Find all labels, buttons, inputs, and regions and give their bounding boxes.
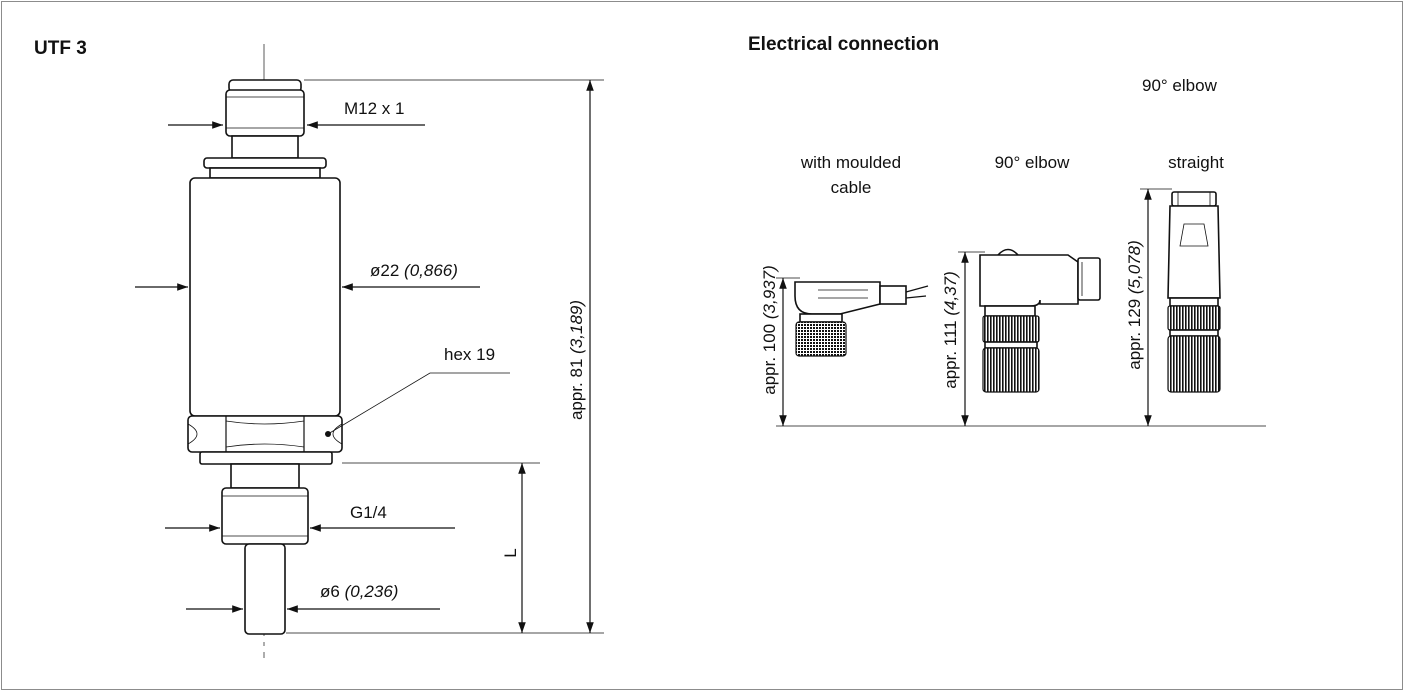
sensor-probe [244,543,286,635]
label-g14-thread: G1/4 [350,503,387,522]
sensor-housing [189,177,341,417]
electrical-top-note: 90° elbow [1142,76,1218,95]
dim-length-l [286,462,540,634]
label-hex-19: hex 19 [444,345,495,364]
m12-connector-thread [203,79,327,179]
dim-elbow [958,251,985,426]
connector-elbow [979,248,1101,393]
dim-straight [1140,188,1172,426]
connector-straight [1167,191,1221,393]
label-elbow: 90° elbow [995,153,1071,172]
label-m12-thread: M12 x 1 [344,99,404,118]
drawing-title: UTF 3 [34,38,87,59]
label-moulded-cable-line2: cable [831,178,872,197]
connector-moulded-cable [794,281,929,357]
label-dim-elbow: appr. 111 (4,37) [941,271,960,389]
hex-leader-dot [325,431,331,437]
hex-nut [187,415,343,465]
label-dim-moulded: appr. 100 (3,937) [760,265,779,395]
label-overall-height: appr. 81 (3,189) [567,300,586,420]
label-dim-straight: appr. 129 (5,078) [1125,240,1144,370]
g14-process-thread [221,463,309,545]
hex-leader-line [327,372,510,435]
label-diameter-6: ø6 (0,236) [320,582,398,601]
dim-overall-height [304,79,604,634]
label-diameter-22: ø22 (0,866) [370,261,458,280]
dim-moulded-cable [776,277,800,426]
electrical-heading: Electrical connection [748,34,939,55]
label-moulded-cable-line1: with moulded [800,153,901,172]
label-straight: straight [1168,153,1224,172]
label-length-l: L [501,548,520,557]
